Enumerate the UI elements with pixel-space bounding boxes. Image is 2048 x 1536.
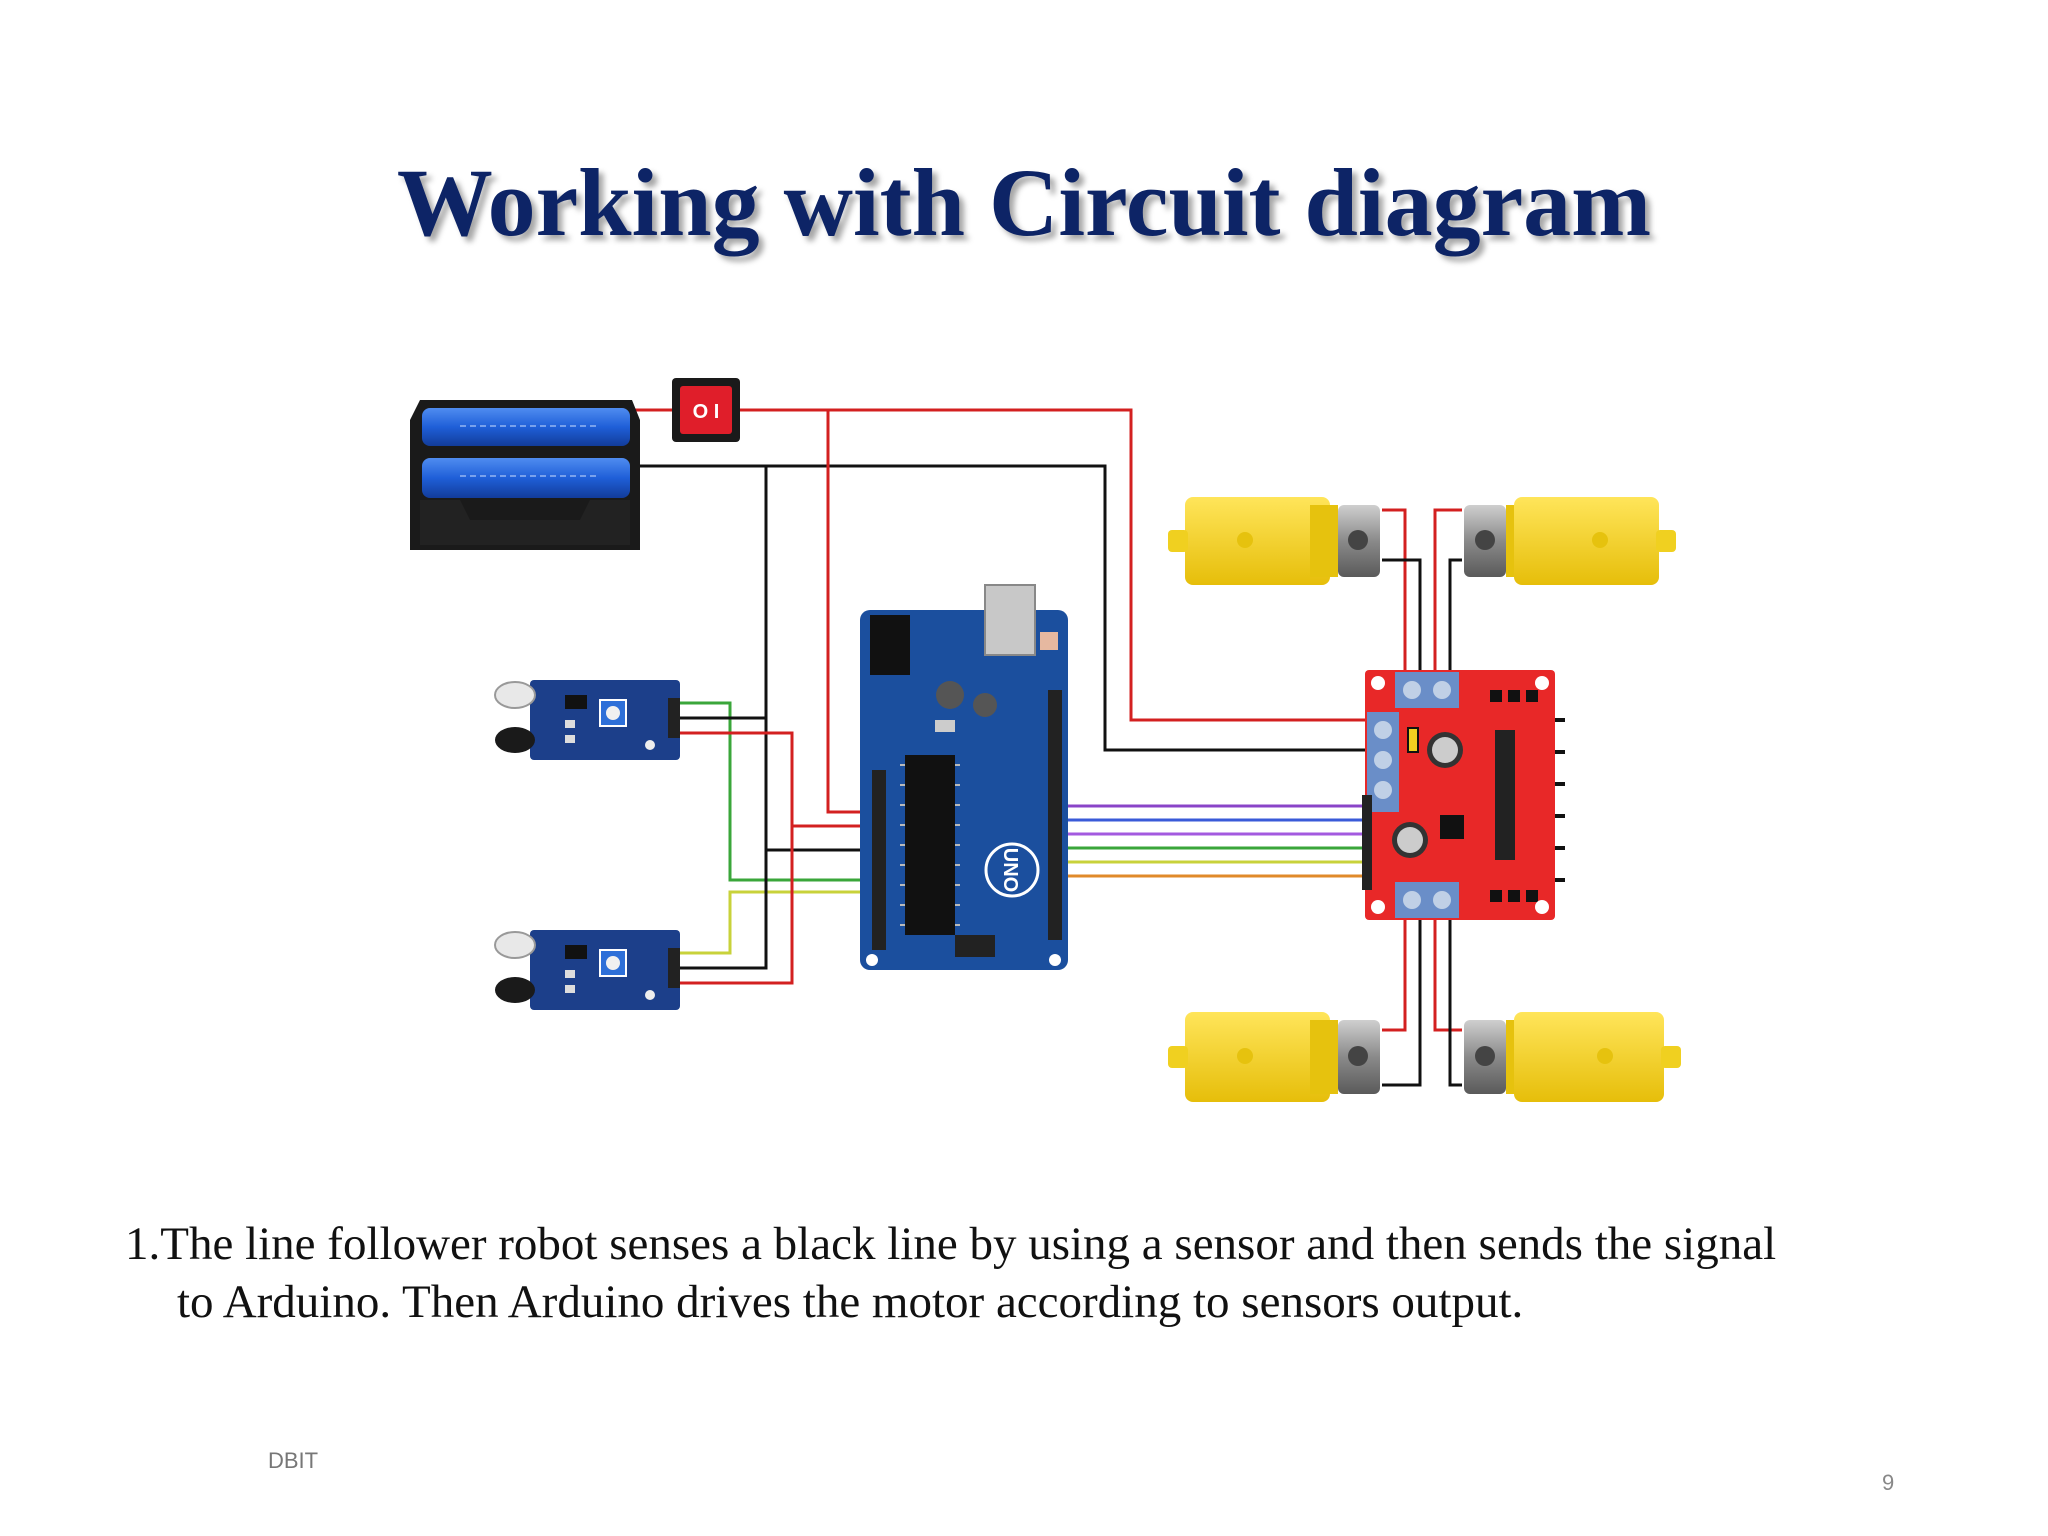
wire-top-left-motor-black bbox=[1382, 558, 1422, 672]
power-switch: O I bbox=[672, 378, 740, 442]
board-label: UNO bbox=[999, 848, 1021, 892]
wire-sensor2-red bbox=[678, 826, 794, 985]
wire-bottom-right-motor-red bbox=[1433, 910, 1462, 1032]
wire-sensor2-yellow bbox=[678, 890, 872, 955]
wire-red-to-arduino bbox=[826, 410, 872, 814]
body-line-2: to Arduino. Then Arduino drives the moto… bbox=[177, 1276, 1524, 1328]
wire-sensor1-green bbox=[678, 701, 872, 882]
motor-bottom-left bbox=[1168, 1012, 1380, 1102]
arduino-uno-board: UNO bbox=[860, 584, 1068, 970]
motor-top-left bbox=[1168, 497, 1380, 585]
footer-organization: DBIT bbox=[268, 1448, 319, 1473]
motor-top-right bbox=[1464, 497, 1676, 585]
wire-ground-black bbox=[628, 464, 1375, 752]
switch-label: O I bbox=[693, 401, 720, 423]
motor-bottom-right bbox=[1464, 1012, 1681, 1102]
slide-body-text: 1.The line follower robot senses a black… bbox=[125, 1215, 1965, 1331]
motor-driver-board bbox=[1362, 670, 1555, 920]
wire-sensor2-black bbox=[678, 850, 768, 970]
page-number: 9 bbox=[1882, 1470, 1895, 1495]
wire-sensor1-red bbox=[678, 731, 872, 828]
ir-sensor-top bbox=[494, 680, 680, 760]
ir-sensor-bottom bbox=[494, 930, 680, 1010]
wire-power-red bbox=[740, 408, 1375, 722]
wire-top-right-motor-black bbox=[1448, 558, 1462, 672]
wire-top-right-motor-red bbox=[1433, 508, 1462, 672]
wire-bottom-left-motor-red bbox=[1382, 910, 1407, 1032]
wires bbox=[628, 408, 1565, 1087]
slide-title: Working with Circuit diagram bbox=[396, 149, 1652, 256]
battery-holder bbox=[410, 400, 640, 550]
body-line-1: 1.The line follower robot senses a black… bbox=[125, 1218, 1777, 1270]
wire-black-to-arduino bbox=[764, 466, 872, 852]
wire-top-left-motor-red bbox=[1382, 508, 1407, 672]
wire-bottom-left-motor-black bbox=[1382, 910, 1422, 1087]
wire-bottom-right-motor-black bbox=[1448, 910, 1462, 1087]
